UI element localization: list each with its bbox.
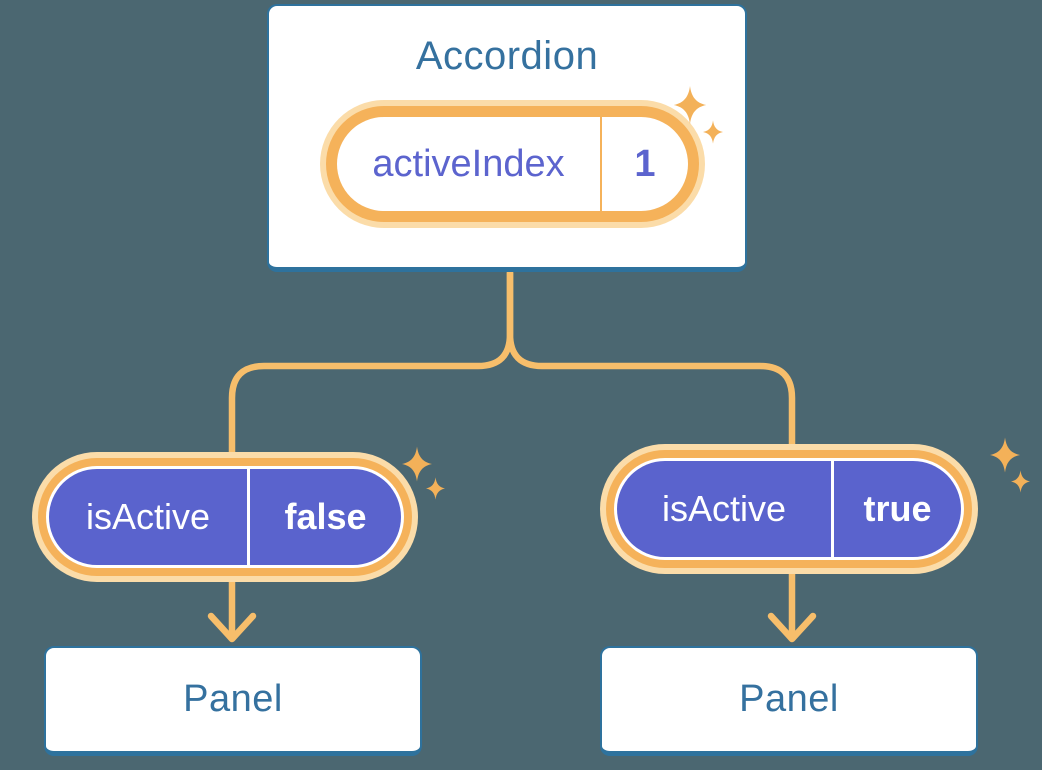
branch-left-line [228, 269, 514, 474]
prop-pill-ring: isActive false [38, 458, 412, 576]
prop-pill-isactive-right: isActive true [600, 444, 978, 574]
prop-value: false [284, 496, 367, 537]
prop-pill-body: isActive true [617, 461, 961, 557]
state-pill-body: activeIndex 1 [337, 117, 688, 211]
state-name: activeIndex [372, 142, 565, 185]
prop-name: isActive [661, 488, 787, 529]
sparkle-icon [426, 477, 445, 500]
arrow-left-head-icon [207, 612, 257, 643]
state-pill-divider [600, 117, 602, 211]
state-pill-ring: activeIndex 1 [326, 106, 699, 222]
prop-pill-isactive-left: isActive false [32, 452, 418, 582]
arrow-right-head-icon [767, 612, 817, 643]
sparkle-icon [990, 437, 1020, 473]
state-pill-activeindex: activeIndex 1 [320, 100, 705, 228]
prop-pill-divider [247, 469, 250, 565]
prop-name: isActive [85, 496, 211, 537]
panel-card-right: Panel [600, 646, 978, 756]
prop-pill-divider [831, 461, 834, 557]
accordion-title: Accordion [415, 34, 599, 78]
prop-pill-gap: isActive true [614, 458, 964, 560]
panel-label: Panel [739, 678, 839, 720]
prop-pill-body: isActive false [49, 469, 401, 565]
sparkle-icon [402, 446, 432, 482]
state-value: 1 [634, 142, 656, 185]
sparkle-icon [1011, 470, 1030, 493]
prop-pill-ring: isActive true [606, 450, 972, 568]
panel-card-left: Panel [44, 646, 422, 756]
prop-value: true [863, 488, 932, 529]
panel-label: Panel [183, 678, 283, 720]
branch-right-line [506, 269, 796, 466]
prop-pill-gap: isActive false [46, 466, 404, 568]
